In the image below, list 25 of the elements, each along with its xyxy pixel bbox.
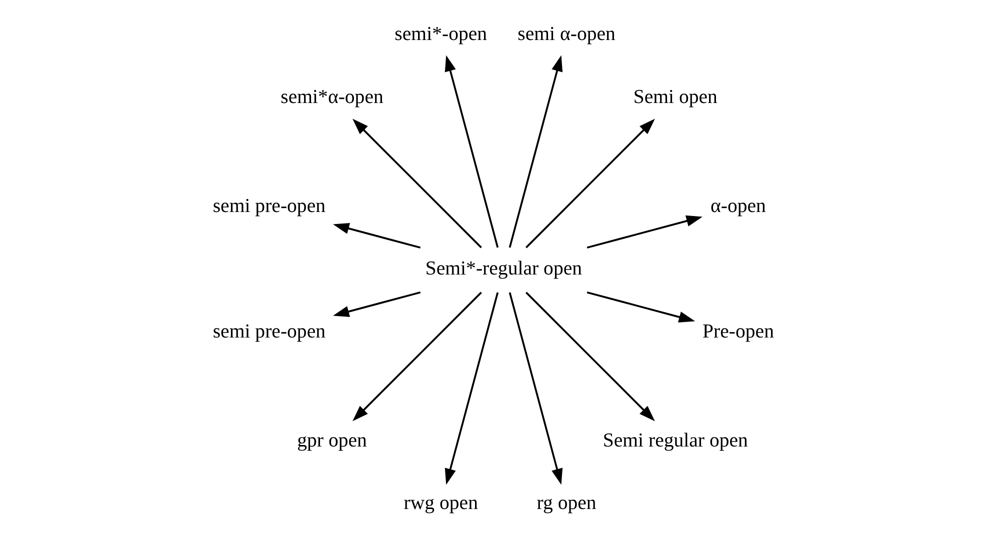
arrow [444, 292, 499, 485]
node-text: rg open [536, 492, 596, 514]
node-text: semi*-open [394, 23, 488, 46]
arrow [586, 215, 702, 249]
node-text: semi α-open [518, 23, 616, 46]
node-text: α-open [710, 194, 766, 217]
node-text: Pre-open [702, 320, 774, 343]
arrow [526, 292, 655, 422]
arrow [586, 291, 696, 323]
node-text: rwg open [404, 492, 478, 514]
arrow [333, 291, 421, 318]
arrow [508, 55, 563, 248]
node-text: Semi regular open [602, 429, 748, 452]
node-text: semi pre-open [212, 320, 326, 343]
arrow [333, 222, 421, 249]
arrow [508, 292, 563, 485]
arrow [444, 55, 499, 248]
arrow [526, 118, 655, 248]
node-text: semi pre-open [212, 194, 326, 217]
arrow [352, 292, 482, 422]
node-text: gpr open [297, 429, 367, 452]
arrow [352, 118, 482, 248]
node-text: Semi open [633, 86, 718, 108]
node-text: Semi*-regular open [425, 258, 582, 280]
node-text: semi*α-open [280, 86, 384, 108]
